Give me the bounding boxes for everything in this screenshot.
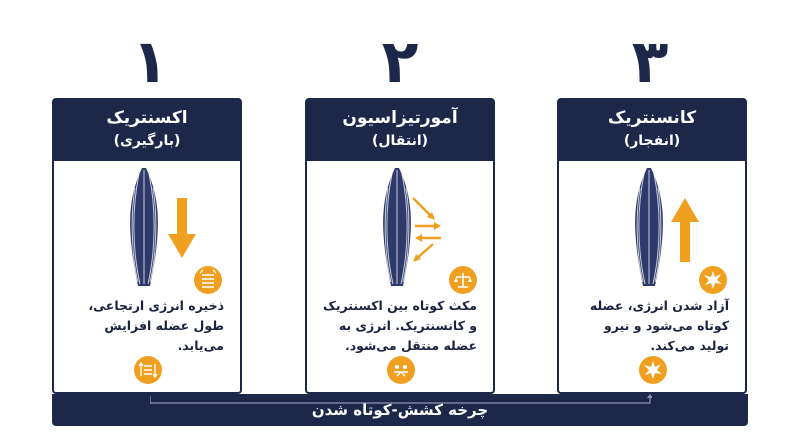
- balance-scale-icon: [449, 266, 477, 294]
- explosion-icon: [639, 356, 667, 384]
- down-arrow-icon: [168, 198, 196, 258]
- stage-1-number: ۱: [131, 27, 169, 97]
- card-header: آمورتیزاسیون (انتقال): [307, 100, 493, 161]
- card-description: ذخیره انرژی ارتجاعی، طول عضله افزایش می‌…: [88, 298, 224, 353]
- card-subtitle: (انفجار): [623, 133, 681, 149]
- stage-card-amortization: آمورتیزاسیون (انتقال) مکث کوتاه بین اکسن…: [305, 98, 495, 394]
- card-title: اکسنتریک: [106, 108, 188, 128]
- explosion-icon: [699, 266, 727, 294]
- stage-2-number: ۲: [381, 27, 419, 97]
- stage-3-number: ۳: [631, 27, 669, 97]
- cycle-connector-line: [150, 394, 652, 404]
- balance-pause-icon: [387, 356, 415, 384]
- up-arrow-icon: [671, 198, 699, 262]
- spring-up-down-icon: [134, 356, 162, 384]
- card-title: کانسنتریک: [607, 108, 697, 128]
- card-description: مکث کوتاه بین اکسنتریک و کانسنتریک. انرژ…: [323, 298, 477, 353]
- card-description: آزاد شدن انرژی، عضله کوتاه می‌شود و نیرو…: [589, 298, 729, 353]
- transfer-arrows-icon: [412, 197, 441, 262]
- card-title: آمورتیزاسیون: [342, 108, 458, 128]
- card-subtitle: (بارگیری): [113, 133, 181, 149]
- cycle-label: چرخه کشش-کوتاه شدن: [311, 401, 489, 419]
- stage-card-eccentric: اکسنتریک (بارگیری) ذخیره انرژی ارتجاعی، …: [52, 98, 242, 394]
- muscle-icon: [383, 168, 411, 286]
- cycle-footer: چرخه کشش-کوتاه شدن: [52, 394, 748, 426]
- card-subtitle: (انتقال): [371, 133, 429, 149]
- muscle-icon: [130, 168, 158, 286]
- stage-card-concentric: کانسنتریک (انفجار) آزاد شدن انرژی، عضله …: [557, 98, 747, 394]
- card-header: کانسنتریک (انفجار): [559, 100, 745, 161]
- muscle-icon: [635, 168, 663, 286]
- spring-coil-icon: [194, 266, 222, 294]
- card-header: اکسنتریک (بارگیری): [54, 100, 240, 161]
